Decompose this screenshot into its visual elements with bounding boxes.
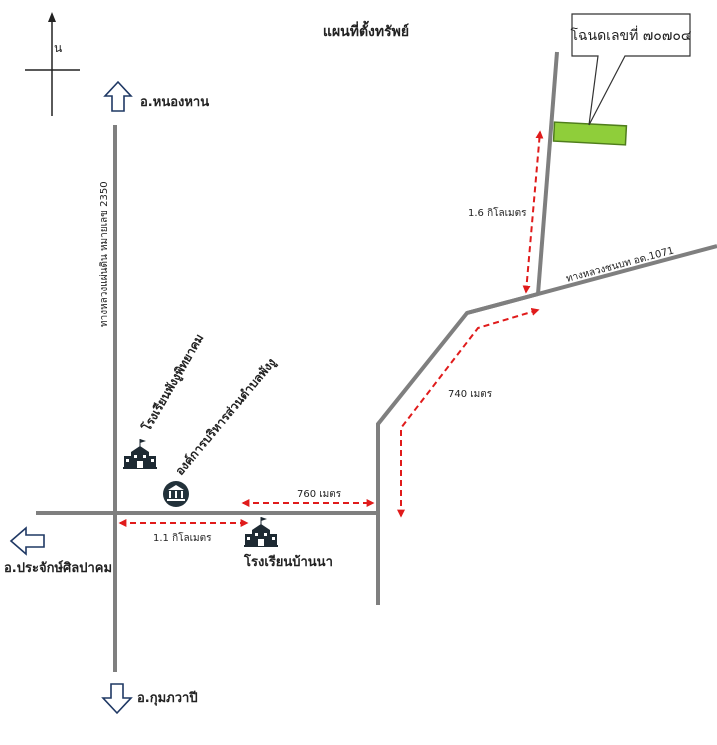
road-to-parcel <box>536 51 559 295</box>
connecting-road <box>376 292 539 605</box>
deed-callout <box>571 13 691 126</box>
school-icon <box>123 439 157 469</box>
north-destination-label: อ.หนองหาน <box>140 95 209 110</box>
government-office-icon <box>163 481 189 507</box>
sao-phangngu-label: องค์การบริหารส่วนตำบลพังงู <box>173 355 280 478</box>
route-1-6km <box>522 130 544 294</box>
distance-routes <box>118 130 544 527</box>
distance-760m-label: 760 เมตร <box>297 489 342 500</box>
west-arrow-icon <box>9 526 45 556</box>
south-arrow-icon <box>101 683 133 715</box>
compass-north-letter: น <box>54 41 62 55</box>
distance-740m-label: 740 เมตร <box>448 389 493 400</box>
distance-1-1km-label: 1.1 กิโลเมตร <box>153 531 212 544</box>
south-destination-label: อ.กุมภวาปี <box>137 690 198 706</box>
school-icon <box>244 517 278 547</box>
rural-road-1071 <box>466 244 717 315</box>
west-destination-label: อ.ประจักษ์ศิลปาคม <box>4 560 112 576</box>
school-phangngu-label: โรงเรียนพังงูพิทยาคม <box>138 331 207 435</box>
route-740m <box>397 308 540 518</box>
highway-2350-label: ทางหลวงแผ่นดิน หมายเลข 2350 <box>99 181 110 327</box>
deed-number-label: โฉนดเลขที่ ๗๐๗๐๔ <box>570 26 691 44</box>
compass-icon <box>25 12 80 116</box>
property-parcel <box>552 121 628 146</box>
map-title: แผนที่ตั้งทรัพย์ <box>323 20 409 40</box>
school-bannna-label: โรงเรียนบ้านนา <box>243 553 333 570</box>
north-arrow-icon <box>103 80 133 112</box>
rural-road-1071-label: ทางหลวงชนบท อด.1071 <box>565 245 675 284</box>
distance-1-6km-label: 1.6 กิโลเมตร <box>468 206 527 219</box>
